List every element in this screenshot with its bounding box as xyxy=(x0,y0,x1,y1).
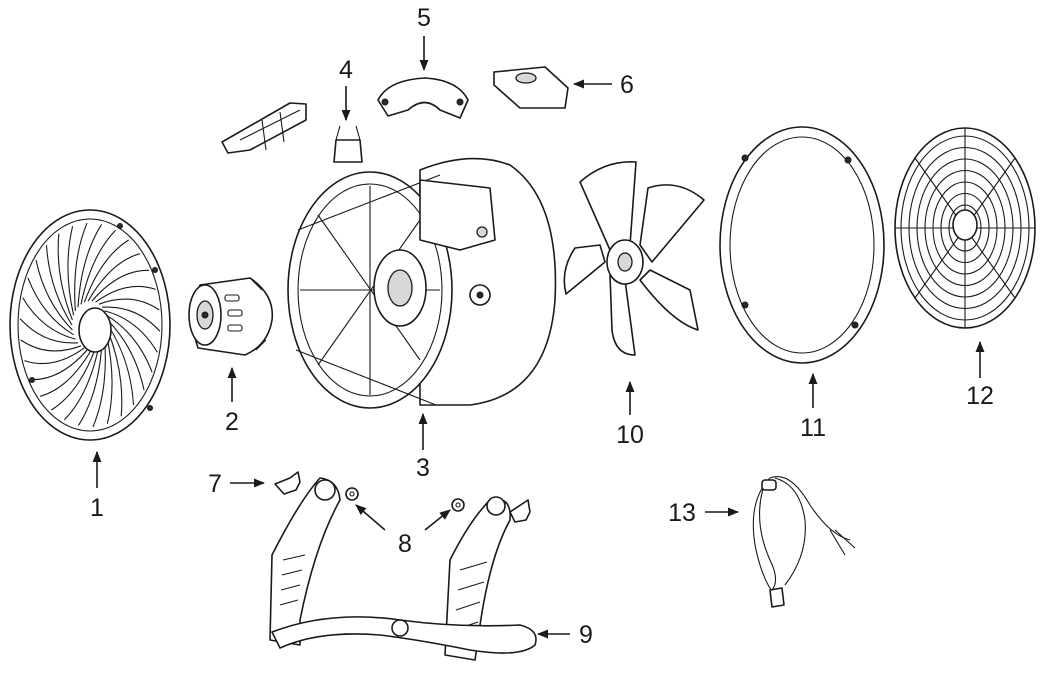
grille-vane xyxy=(74,222,88,311)
label-part-10: 10 xyxy=(616,421,644,449)
bracket-unlabelled xyxy=(221,102,307,154)
grille-vane xyxy=(95,285,156,303)
grille-vane xyxy=(107,329,123,417)
grille-vane xyxy=(98,298,160,311)
grille-vane xyxy=(107,319,145,391)
grille-vane xyxy=(24,347,85,365)
grille-vane xyxy=(105,334,113,424)
grille-vane xyxy=(27,277,74,336)
label-part-11: 11 xyxy=(800,414,826,442)
grille-vane xyxy=(104,310,158,353)
grille-vane xyxy=(57,233,73,321)
grille-vane xyxy=(83,239,129,303)
power-cord-part-13 xyxy=(752,476,856,608)
label-part-6: 6 xyxy=(620,71,634,99)
grille-vane xyxy=(39,348,93,397)
label-part-3: 3 xyxy=(416,454,430,482)
grille-vane xyxy=(51,347,97,411)
grille-vane xyxy=(92,339,106,428)
rear-wire-guard-part-12 xyxy=(894,127,1036,329)
label-part-12: 12 xyxy=(966,382,994,410)
front-grille-part-1 xyxy=(9,209,171,441)
grille-vane xyxy=(63,345,100,421)
grille-vane xyxy=(77,224,103,308)
retaining-ring-part-11 xyxy=(719,126,885,364)
grille-vane xyxy=(35,259,73,331)
grille-vane xyxy=(101,306,161,332)
label-part-4: 4 xyxy=(339,56,353,84)
stand-part-9 xyxy=(269,477,537,661)
housing-part-3 xyxy=(287,157,557,409)
grille-vane xyxy=(45,245,73,326)
grille-vane xyxy=(106,314,153,373)
part-number-labels: 1 2 3 4 5 6 7 8 9 10 11 12 13 xyxy=(90,4,994,649)
cover-plate-part-6 xyxy=(493,66,569,109)
grille-vane xyxy=(67,226,75,316)
grille-vane xyxy=(87,253,141,302)
grille-vane xyxy=(77,342,103,426)
washer-part-8 xyxy=(345,487,465,512)
grille-vane xyxy=(22,297,76,340)
motor-part-2 xyxy=(188,277,274,356)
grille-vane xyxy=(91,269,150,302)
grille-vane xyxy=(19,318,79,344)
clip-part-4 xyxy=(333,125,363,163)
arch-bracket-part-5 xyxy=(377,77,469,119)
label-part-1: 1 xyxy=(90,494,104,522)
label-part-7: 7 xyxy=(208,470,222,498)
label-part-9: 9 xyxy=(579,621,593,649)
label-part-13: 13 xyxy=(668,499,696,527)
fan-blade-part-10 xyxy=(563,161,705,356)
label-part-5: 5 xyxy=(417,4,431,32)
grille-vane xyxy=(107,324,135,405)
leader-lines xyxy=(92,36,985,639)
grille-vane xyxy=(20,339,82,352)
label-part-2: 2 xyxy=(225,408,239,436)
label-part-8: 8 xyxy=(398,530,412,558)
knob-part-7 xyxy=(274,471,531,523)
grille-vane xyxy=(30,348,89,381)
grille-vane xyxy=(80,229,117,305)
